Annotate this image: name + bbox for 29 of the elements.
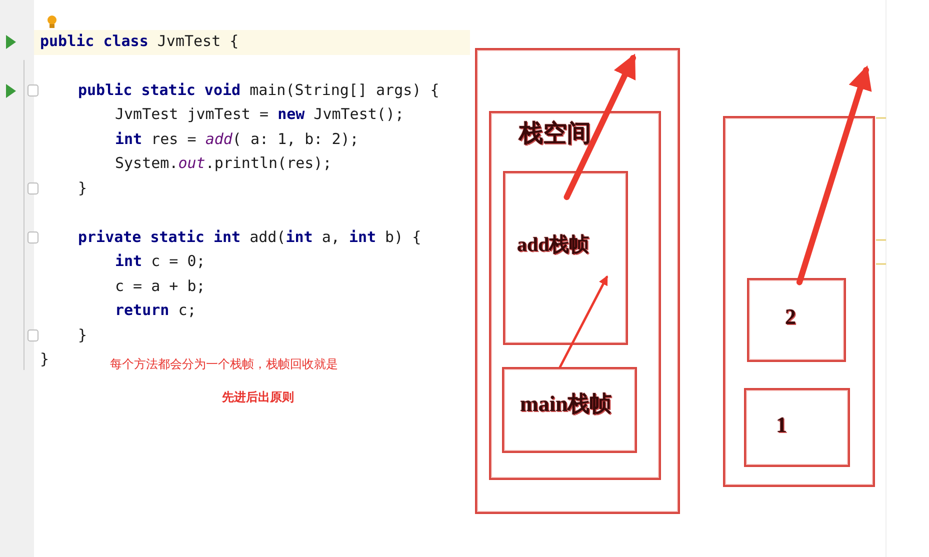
code-line: JvmTest jvmTest = new JvmTest(); [115, 105, 404, 123]
code-line: c = a + b; [115, 277, 206, 295]
arrow [796, 65, 872, 286]
stack-frame-box [503, 171, 628, 345]
box-label: 2 [785, 304, 796, 330]
arrow [564, 54, 636, 200]
code-line: int c = 0; [115, 252, 206, 270]
box-label: main栈帧 [520, 390, 612, 418]
stack-space-box [489, 111, 661, 480]
box-label: 1 [776, 412, 787, 438]
box-label: add栈帧 [517, 233, 590, 258]
code-line: public static void main(String[] args) { [78, 81, 440, 99]
arrow [558, 275, 608, 368]
empty-box [723, 116, 875, 487]
stack-frame-box [502, 367, 637, 453]
empty-box [475, 48, 680, 514]
stack-item-box [744, 388, 850, 467]
code-line: } [40, 350, 50, 368]
code-line: return c; [115, 301, 196, 319]
code-line: System.out.println(res); [115, 154, 332, 172]
code-line: } [78, 326, 88, 344]
annotation-text: 先进后出原则 [222, 389, 294, 406]
box-label: 栈空间 [519, 119, 591, 149]
code-line: public class JvmTest { [40, 32, 239, 50]
code-line: private static int add(int a, int b) { [78, 228, 422, 246]
code-line: } [78, 179, 88, 197]
stack-item-box [747, 278, 846, 362]
annotation-text: 每个方法都会分为一个栈帧，栈帧回收就是 [110, 356, 338, 373]
code-line: int res = add( a: 1, b: 2); [115, 130, 359, 148]
